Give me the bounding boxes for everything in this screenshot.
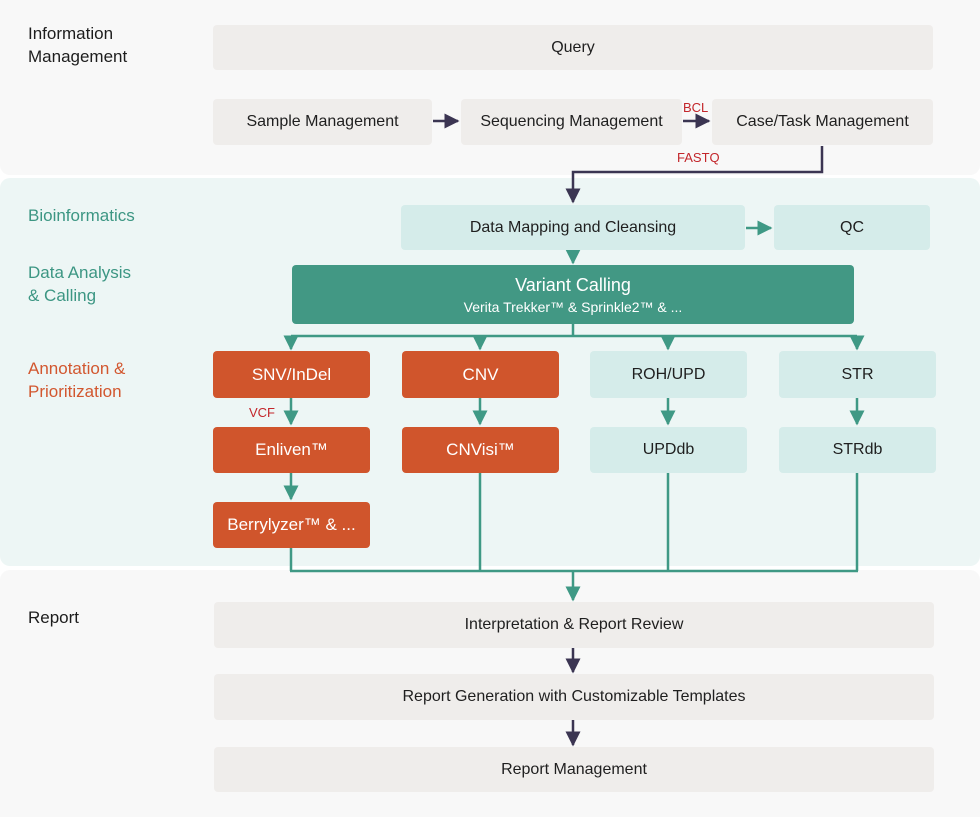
report-management-box[interactable]: Report Management	[214, 747, 934, 792]
case-task-management-box[interactable]: Case/Task Management	[712, 99, 933, 145]
variant-calling-box[interactable]: Variant Calling Verita Trekker™ & Sprink…	[292, 265, 854, 324]
edge-label-fastq: FASTQ	[677, 150, 720, 165]
case-task-management-label: Case/Task Management	[736, 113, 909, 130]
section-label-data-analysis: Data Analysis & Calling	[28, 263, 131, 305]
upddb-label: UPDdb	[642, 441, 695, 458]
section-label-report: Report	[28, 608, 80, 627]
section-label-annotation: Annotation & Prioritization	[28, 359, 126, 401]
enliven-label: Enliven™	[255, 440, 328, 459]
variant-calling-subtitle: Verita Trekker™ & Sprinkle2™ & ...	[463, 298, 683, 315]
edge-label-vcf: VCF	[249, 405, 275, 420]
str-label: STR	[841, 365, 874, 383]
cnvisi-label: CNVisi™	[446, 440, 515, 459]
sequencing-management-label: Sequencing Management	[480, 113, 663, 130]
edge-label-bcl: BCL	[683, 100, 709, 115]
strdb-label: STRdb	[832, 441, 883, 458]
sample-management-label: Sample Management	[246, 113, 399, 130]
enliven-box[interactable]: Enliven™	[213, 427, 370, 473]
report-generation-label: Report Generation with Customizable Temp…	[402, 688, 746, 705]
variant-calling-title: Variant Calling	[515, 274, 631, 295]
strdb-box[interactable]: STRdb	[779, 427, 936, 473]
cnv-label: CNV	[462, 364, 499, 384]
berrylyzer-box[interactable]: Berrylyzer™ & ...	[213, 502, 370, 548]
sequencing-management-box[interactable]: Sequencing Management	[461, 99, 682, 145]
report-management-label: Report Management	[501, 760, 647, 778]
data-mapping-box[interactable]: Data Mapping and Cleansing	[401, 205, 745, 250]
interpretation-label: Interpretation & Report Review	[464, 616, 684, 633]
cnvisi-box[interactable]: CNVisi™	[402, 427, 559, 473]
query-box[interactable]: Query	[213, 25, 933, 70]
report-generation-box[interactable]: Report Generation with Customizable Temp…	[214, 674, 934, 720]
data-mapping-label: Data Mapping and Cleansing	[469, 218, 677, 236]
section-label-information-management: Information Management	[28, 24, 128, 66]
query-label: Query	[551, 38, 595, 56]
roh-upd-box[interactable]: ROH/UPD	[590, 351, 747, 398]
berrylyzer-label: Berrylyzer™ & ...	[227, 515, 356, 534]
qc-label: QC	[840, 218, 864, 236]
upddb-box[interactable]: UPDdb	[590, 427, 747, 473]
roh-upd-label: ROH/UPD	[631, 365, 706, 383]
cnv-box[interactable]: CNV	[402, 351, 559, 398]
qc-box[interactable]: QC	[774, 205, 930, 250]
snv-indel-label: SNV/InDel	[251, 364, 332, 384]
section-label-bioinformatics: Bioinformatics	[28, 206, 135, 225]
str-box[interactable]: STR	[779, 351, 936, 398]
snv-indel-box[interactable]: SNV/InDel	[213, 351, 370, 398]
interpretation-box[interactable]: Interpretation & Report Review	[214, 602, 934, 648]
sample-management-box[interactable]: Sample Management	[213, 99, 432, 145]
